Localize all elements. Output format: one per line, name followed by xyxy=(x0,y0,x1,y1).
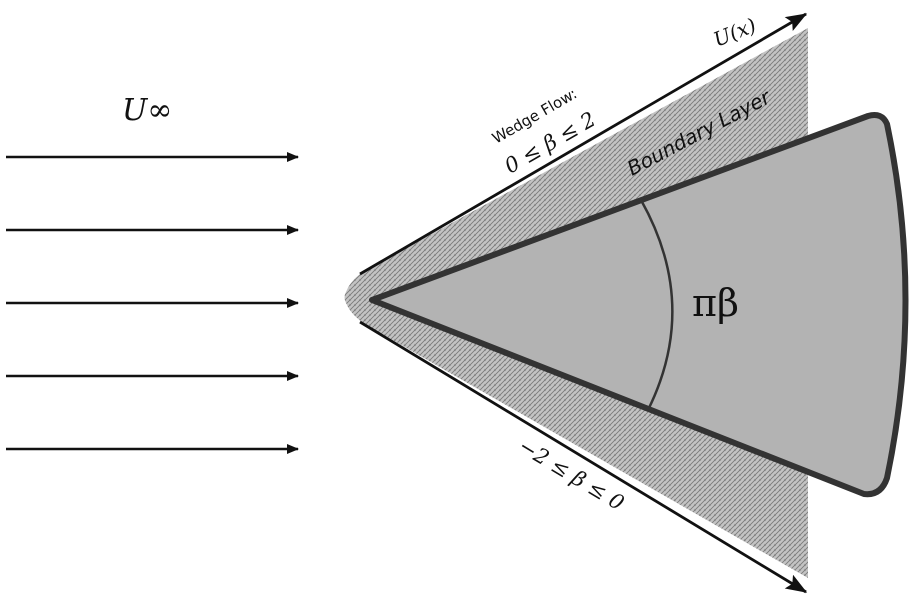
upper-edge-velocity-arrow xyxy=(359,12,808,276)
freestream-label: U∞ xyxy=(122,93,172,128)
wedge-angle-label: πβ xyxy=(692,281,739,325)
lower-edge-velocity-arrow xyxy=(359,320,808,594)
freestream-arrows xyxy=(6,152,299,454)
wedge-body xyxy=(369,112,909,498)
wedge-angle-arc xyxy=(639,199,674,411)
